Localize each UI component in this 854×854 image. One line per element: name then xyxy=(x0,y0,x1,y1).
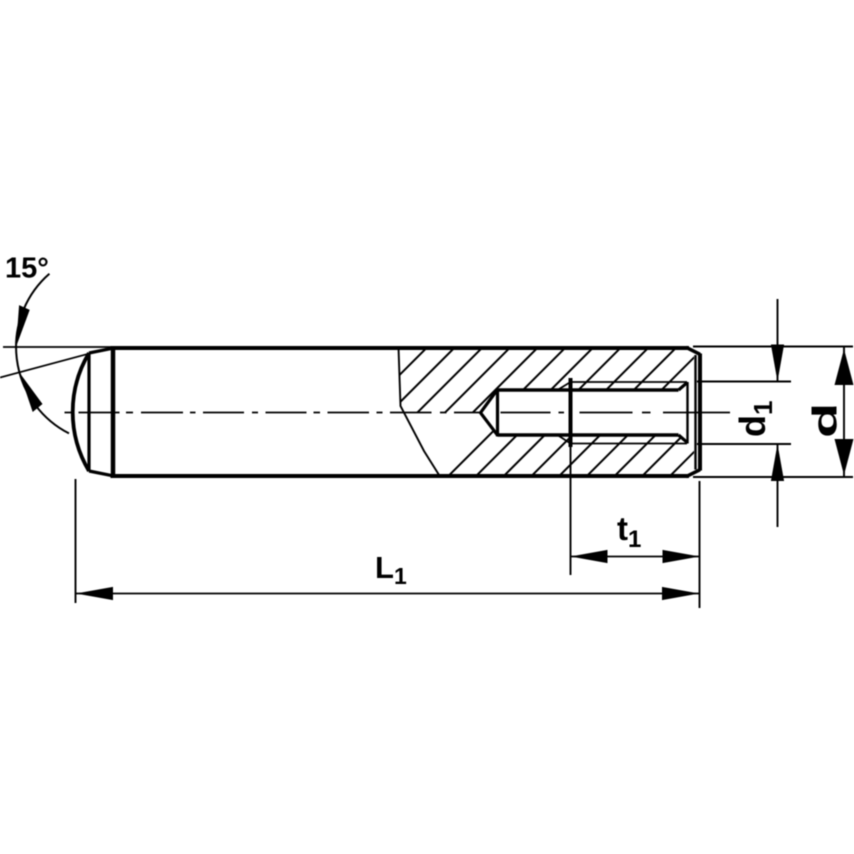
svg-text:d: d xyxy=(806,403,844,438)
svg-text:15°: 15° xyxy=(5,253,49,285)
